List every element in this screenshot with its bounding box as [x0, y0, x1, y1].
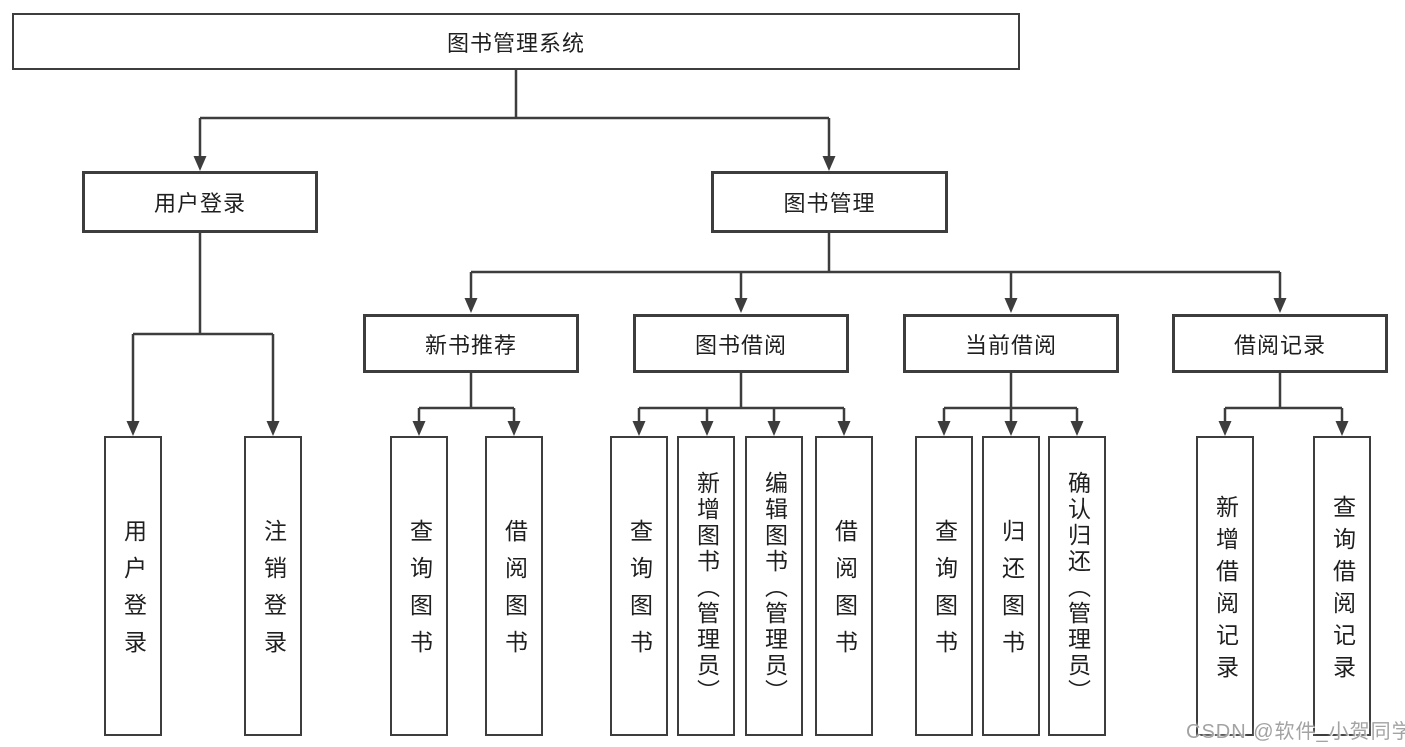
leaf-query-borrow-record: 查询借阅记录 [1313, 436, 1371, 736]
arrowhead [822, 156, 836, 171]
node-label: 新书推荐 [424, 332, 517, 358]
node-label: 图书管理 [783, 191, 876, 216]
arrowhead [464, 298, 478, 313]
leaf-add-borrow-record: 新增借阅记录 [1196, 436, 1254, 736]
leaf-label: 新增借阅记录 [1212, 494, 1239, 687]
leaf-query-books-recommend: 查询图书 [390, 436, 448, 736]
leaf-query-books-current: 查询图书 [915, 436, 973, 736]
arrowhead [937, 421, 951, 436]
leaf-label: 借阅图书 [501, 519, 528, 667]
leaf-label: 查询图书 [626, 519, 653, 667]
arrowhead [632, 421, 646, 436]
arrowheads [126, 156, 1349, 436]
connector-book-management-to-level3 [469, 233, 1282, 300]
arrowhead [1218, 421, 1232, 436]
leaf-query-books-borrowing: 查询图书 [610, 436, 668, 736]
node-book-management: 图书管理 [711, 171, 948, 233]
arrowhead [700, 421, 714, 436]
connector-book-borrowing-to-leaves [637, 373, 846, 423]
leaf-label: 归还图书 [998, 519, 1025, 667]
arrowhead [734, 298, 748, 313]
leaf-label: 借阅图书 [831, 519, 858, 667]
connector-borrow-records-to-leaves [1223, 373, 1344, 423]
arrowhead [1004, 298, 1018, 313]
connector-current-borrowing-to-leaves [942, 373, 1079, 423]
node-label: 图书借阅 [694, 332, 787, 358]
node-borrow-records: 借阅记录 [1172, 314, 1388, 373]
leaf-user-login: 用户登录 [104, 436, 162, 736]
leaf-label: 确认归还（管理员） [1064, 470, 1091, 705]
node-library-system: 图书管理系统 [12, 13, 1020, 70]
arrowhead [767, 421, 781, 436]
connector-user-login-to-leaves [131, 233, 275, 423]
leaf-label: 用户登录 [120, 519, 147, 667]
arrowhead [266, 421, 280, 436]
arrowhead [1335, 421, 1349, 436]
leaf-label: 查询图书 [406, 519, 433, 667]
connector-root-to-level2 [198, 70, 831, 158]
leaf-label: 查询图书 [931, 519, 958, 667]
arrowhead [1004, 421, 1018, 436]
arrowhead [193, 156, 207, 171]
leaf-confirm-return-admin: 确认归还（管理员） [1048, 436, 1106, 736]
node-current-borrowing: 当前借阅 [903, 314, 1119, 373]
connector-new-book-to-leaves [417, 373, 516, 423]
arrowhead [507, 421, 521, 436]
leaf-logout-login: 注销登录 [244, 436, 302, 736]
arrowhead [126, 421, 140, 436]
leaf-add-books-admin: 新增图书（管理员） [677, 436, 735, 736]
node-new-book-recommendation: 新书推荐 [363, 314, 579, 373]
leaf-borrow-books-borrowing: 借阅图书 [815, 436, 873, 736]
node-book-borrowing: 图书借阅 [633, 314, 849, 373]
arrowhead [1070, 421, 1084, 436]
arrowhead [1273, 298, 1287, 313]
leaf-return-books: 归还图书 [982, 436, 1040, 736]
leaf-edit-books-admin: 编辑图书（管理员） [745, 436, 803, 736]
node-label: 借阅记录 [1233, 332, 1326, 358]
node-label: 当前借阅 [964, 332, 1057, 358]
leaf-label: 新增图书（管理员） [693, 470, 720, 705]
leaf-borrow-books-recommend: 借阅图书 [485, 436, 543, 736]
watermark: CSDN @软件_小贺同学 [1186, 721, 1405, 743]
node-label: 用户登录 [153, 191, 246, 216]
node-label: 图书管理系统 [446, 30, 585, 56]
node-user-login: 用户登录 [82, 171, 318, 233]
leaf-label: 编辑图书（管理员） [761, 470, 788, 705]
arrowhead [837, 421, 851, 436]
leaf-label: 注销登录 [260, 519, 287, 667]
arrowhead [412, 421, 426, 436]
leaf-label: 查询借阅记录 [1329, 494, 1356, 687]
